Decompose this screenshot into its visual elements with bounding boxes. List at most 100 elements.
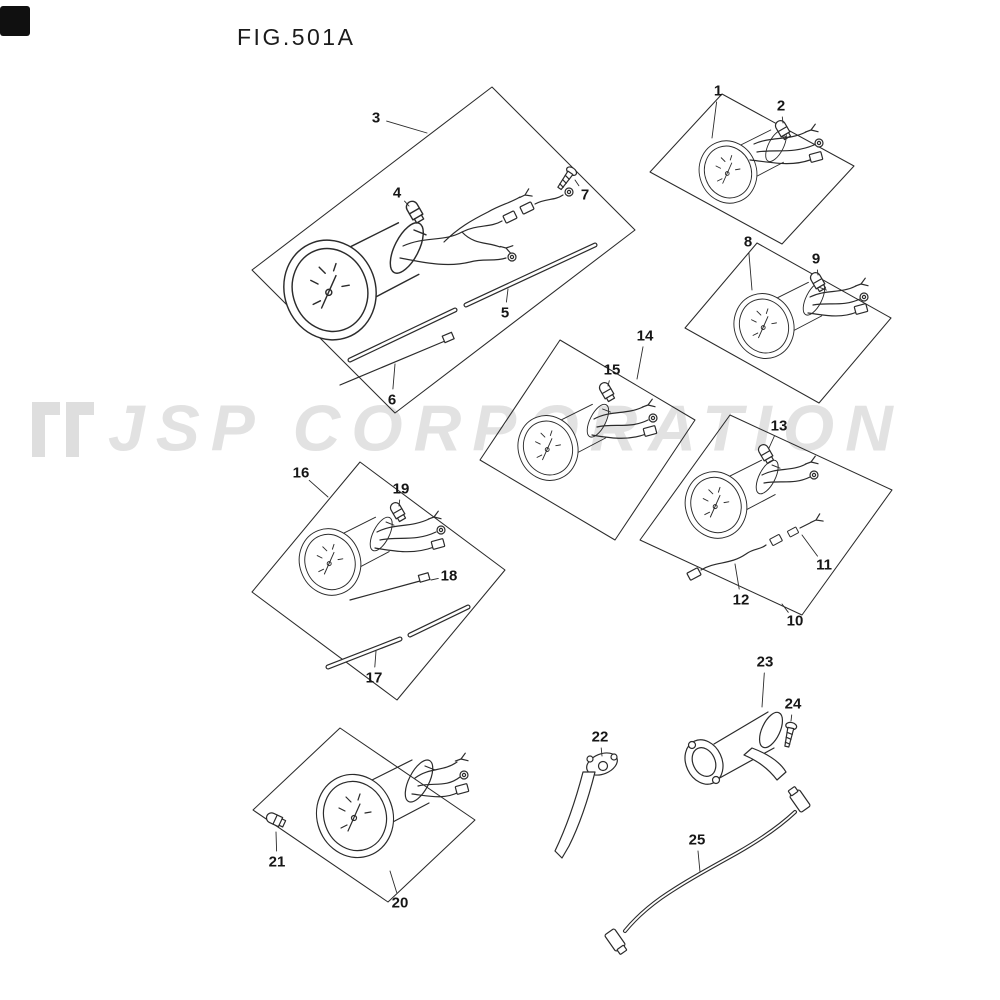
- leader-line-1: [711, 101, 718, 139]
- leader-line-13: [768, 435, 775, 449]
- part-11-connector-set: [769, 513, 824, 547]
- part-number-16: 16: [292, 464, 310, 482]
- ring-terminal: [436, 525, 446, 535]
- leader-line-12: [734, 563, 740, 590]
- gauge-20: [304, 755, 439, 870]
- harness-connector: [430, 537, 446, 551]
- leader-line-8: [748, 252, 753, 291]
- leader-line-3: [386, 120, 428, 134]
- cable-connector: [604, 928, 628, 955]
- harness-connector: [786, 526, 800, 538]
- part-number-17: 17: [365, 669, 383, 687]
- harness-connector: [808, 150, 824, 164]
- part-number-6: 6: [387, 391, 397, 409]
- part-number-20: 20: [391, 894, 409, 912]
- part-1-meter-assembly: [689, 123, 824, 212]
- part-number-24: 24: [784, 695, 802, 713]
- gauge-8: [724, 278, 830, 368]
- harness-connector: [853, 302, 869, 316]
- group-box-8: [684, 242, 892, 404]
- group-box-3: [251, 86, 636, 414]
- group-box-20: [252, 727, 476, 903]
- part-number-15: 15: [603, 361, 621, 379]
- leader-line-16: [308, 479, 329, 498]
- part-number-12: 12: [732, 591, 750, 609]
- leader-line-20: [389, 870, 398, 893]
- fork-terminal: [517, 188, 533, 202]
- part-number-18: 18: [440, 567, 458, 585]
- leader-line-6: [392, 363, 396, 390]
- part-number-19: 19: [392, 480, 410, 498]
- part-number-23: 23: [756, 653, 774, 671]
- part-3-meter-assembly: [269, 187, 574, 354]
- leader-line-21: [275, 831, 278, 852]
- ring-terminal: [507, 252, 517, 262]
- part-8-meter-assembly: [724, 277, 869, 368]
- leader-line-5: [505, 288, 509, 303]
- harness-connector: [769, 533, 783, 547]
- harness-connector: [642, 424, 658, 438]
- ring-terminal: [564, 187, 574, 197]
- ring-terminal: [859, 292, 869, 302]
- leader-line-11: [801, 534, 818, 557]
- gauge-1: [689, 126, 791, 212]
- figure-title: FIG.501A: [237, 24, 356, 50]
- part-number-9: 9: [811, 250, 821, 268]
- harness-connector: [502, 210, 518, 224]
- leader-line-14: [636, 346, 644, 380]
- leader-line-24: [790, 714, 793, 722]
- part-21-bulb: [264, 810, 287, 829]
- leader-line-22: [600, 747, 603, 757]
- part-10-meter-assembly: [675, 455, 819, 548]
- part-4-bulb: [403, 198, 426, 225]
- leader-line-10: [781, 603, 789, 613]
- fork-terminal: [803, 455, 819, 469]
- watermark-corner-square: [0, 6, 30, 36]
- harness-connector: [686, 567, 702, 581]
- part-number-14: 14: [636, 327, 654, 345]
- gauge-14: [508, 400, 614, 490]
- part-number-11: 11: [816, 556, 832, 574]
- part-number-5: 5: [500, 304, 510, 322]
- leader-line-25: [697, 850, 701, 873]
- part-24-screw: [780, 720, 798, 749]
- leader-line-9: [816, 269, 819, 276]
- leader-line-4: [404, 200, 410, 207]
- leader-line-15: [607, 380, 610, 387]
- part-number-10: 10: [786, 612, 804, 630]
- harness-connector: [454, 782, 470, 796]
- fork-terminal: [808, 513, 824, 527]
- part-number-4: 4: [392, 184, 402, 202]
- group-boxes: [251, 86, 893, 903]
- fork-terminal: [498, 241, 514, 255]
- part-7-screw: [554, 164, 579, 193]
- leader-lines: [275, 101, 819, 893]
- part-number-2: 2: [776, 97, 786, 115]
- part-18-cable-tie: [349, 572, 431, 601]
- part-17-tube: [325, 604, 471, 670]
- ring-terminal: [814, 138, 824, 148]
- part-22-sender: [554, 752, 618, 859]
- part-number-1: 1: [713, 82, 723, 100]
- leader-line-17: [374, 650, 377, 668]
- gauge-10: [675, 456, 784, 548]
- part-14-meter-assembly: [508, 398, 658, 490]
- part-23-holder: [684, 711, 787, 785]
- part-15-bulb: [597, 380, 617, 403]
- part-6-cable-tie: [339, 331, 455, 386]
- group-box-16: [251, 461, 506, 701]
- leader-line-2: [781, 116, 784, 124]
- fork-terminal: [640, 398, 656, 412]
- part-25-extension-harness: [604, 786, 811, 955]
- cable-connector: [787, 786, 811, 813]
- leader-line-19: [398, 499, 401, 507]
- ring-terminal: [809, 470, 819, 480]
- leader-line-7: [574, 179, 580, 187]
- ring-terminal: [648, 413, 658, 423]
- group-box-14: [479, 339, 696, 541]
- part-number-7: 7: [580, 186, 590, 204]
- part-number-25: 25: [688, 831, 706, 849]
- part-number-8: 8: [743, 233, 753, 251]
